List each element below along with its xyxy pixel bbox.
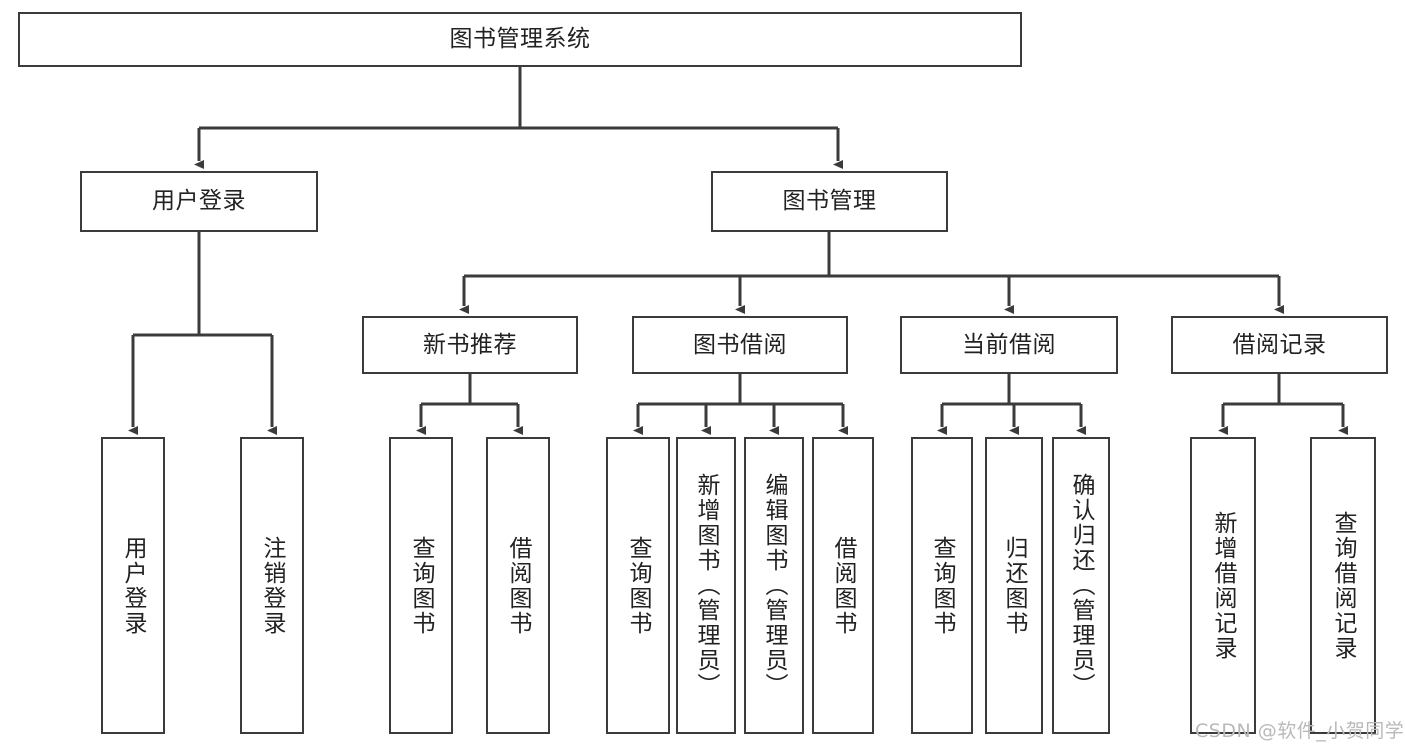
node-label: 新增借阅记录 [1210,510,1237,661]
node-level3-current-borrow[interactable]: 当前借阅 [900,316,1118,374]
node-label: 查询图书 [929,535,956,636]
node-label: 图书借阅 [693,331,787,358]
node-label: 当前借阅 [962,331,1056,358]
node-label: 用户登录 [152,188,246,215]
node-leaf-query-book-borrow[interactable]: 查询图书 [606,437,670,734]
node-label: 图书管理 [782,188,877,215]
node-label: 新书推荐 [423,331,517,358]
node-leaf-borrow-book-recommend[interactable]: 借阅图书 [486,437,550,734]
node-level2-user-login[interactable]: 用户登录 [80,171,318,232]
node-leaf-logout[interactable]: 注销登录 [240,437,304,734]
node-leaf-query-book-current[interactable]: 查询图书 [911,437,973,734]
node-level3-new-book-recommend[interactable]: 新书推荐 [362,316,578,374]
node-root[interactable]: 图书管理系统 [18,12,1022,67]
node-label: 借阅图书 [505,535,532,636]
node-label: 用户登录 [120,535,147,636]
node-leaf-query-book-recommend[interactable]: 查询图书 [389,437,453,734]
node-label: 归还图书 [1001,535,1028,636]
node-leaf-add-book-admin[interactable]: 新增图书（管理员） [676,437,736,734]
node-label: 借阅图书 [830,535,857,636]
node-label: 图书管理系统 [449,26,591,53]
csdn-watermark: CSDN @软件_小贺同学 [1195,720,1405,742]
node-leaf-query-borrow-record[interactable]: 查询借阅记录 [1310,437,1376,734]
node-label: 查询借阅记录 [1330,510,1357,661]
node-level3-book-borrow[interactable]: 图书借阅 [632,316,848,374]
node-leaf-return-book[interactable]: 归还图书 [985,437,1043,734]
node-leaf-user-login[interactable]: 用户登录 [101,437,165,734]
node-label: 注销登录 [259,535,286,636]
node-level3-borrow-record[interactable]: 借阅记录 [1171,316,1388,374]
node-leaf-borrow-book[interactable]: 借阅图书 [812,437,874,734]
node-leaf-confirm-return-admin[interactable]: 确认归还（管理员） [1052,437,1110,734]
node-label: 借阅记录 [1232,331,1327,358]
node-label: 查询图书 [625,535,652,636]
node-label: 查询图书 [408,535,435,636]
node-level2-book-management[interactable]: 图书管理 [711,171,948,232]
node-leaf-add-borrow-record[interactable]: 新增借阅记录 [1190,437,1256,734]
node-label: 编辑图书（管理员） [761,473,788,698]
node-leaf-edit-book-admin[interactable]: 编辑图书（管理员） [744,437,804,734]
node-label: 新增图书（管理员） [693,473,720,698]
node-label: 确认归还（管理员） [1068,473,1095,698]
